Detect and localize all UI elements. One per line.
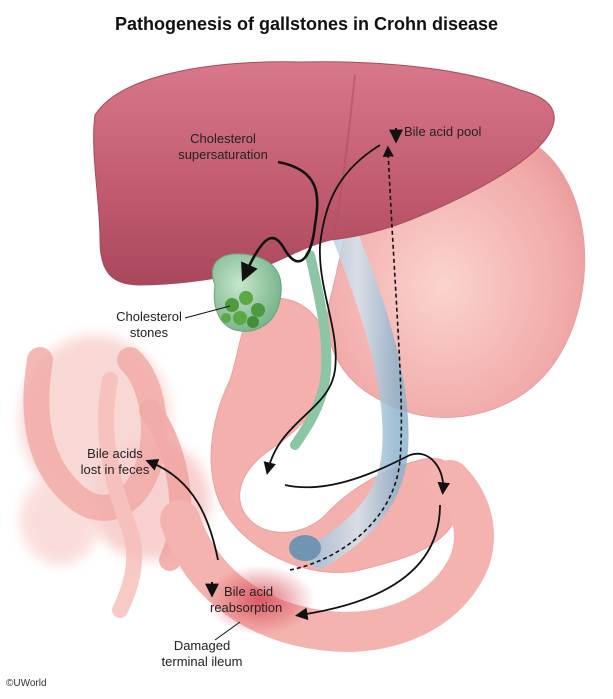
liver-fissure	[334, 74, 356, 231]
arrow-bile-acids-lost	[145, 458, 219, 561]
label-bile-acid-reabsorption: Bile acid reabsorption	[210, 584, 310, 616]
arrow-bile-acid-pool-to-duodenum	[263, 144, 381, 475]
diagram-title: Pathogenesis of gallstones in Crohn dise…	[114, 14, 499, 34]
label-line: Cholesterol	[190, 131, 256, 146]
label-line: reabsorption	[210, 600, 283, 615]
label-bile-acid-pool: Bile acid pool	[404, 124, 514, 140]
label-line: Bile acid pool	[404, 124, 482, 139]
leader-damaged-ileum	[214, 621, 241, 641]
label-cholesterol-supersaturation: Cholesterol supersaturation	[168, 131, 278, 163]
arrow-flow-to-ileum	[295, 504, 441, 621]
bile-duct	[290, 250, 332, 450]
label-damaged-terminal-ileum: Damaged terminal ileum	[152, 638, 252, 670]
label-line: Cholesterol	[116, 309, 182, 324]
liver	[93, 61, 555, 286]
label-cholesterol-stones: Cholesterol stones	[108, 309, 190, 341]
arrow-supersaturation-to-gallbladder	[241, 160, 319, 282]
leader-cholesterol-stones	[184, 305, 231, 319]
label-line: lost in feces	[80, 462, 150, 477]
cholesterol-stones-cluster	[221, 291, 265, 328]
label-line: supersaturation	[178, 147, 268, 162]
copyright-text: ©UWorld	[6, 678, 47, 689]
damaged-ileum-region	[205, 565, 315, 635]
label-line: Bile acid	[224, 584, 274, 599]
arrow-portal-return-dashed	[289, 145, 403, 571]
arrow-intestinal-flow	[284, 452, 451, 496]
label-bile-acids-lost: Bile acids lost in feces	[70, 446, 160, 478]
label-line: Damaged	[173, 638, 231, 653]
portal-vein	[307, 222, 409, 568]
label-line: terminal ileum	[161, 654, 243, 669]
label-line: stones	[129, 325, 169, 340]
portal-vein-end	[289, 535, 321, 561]
duodenum	[210, 297, 463, 574]
label-line: Bile acids	[87, 446, 143, 461]
